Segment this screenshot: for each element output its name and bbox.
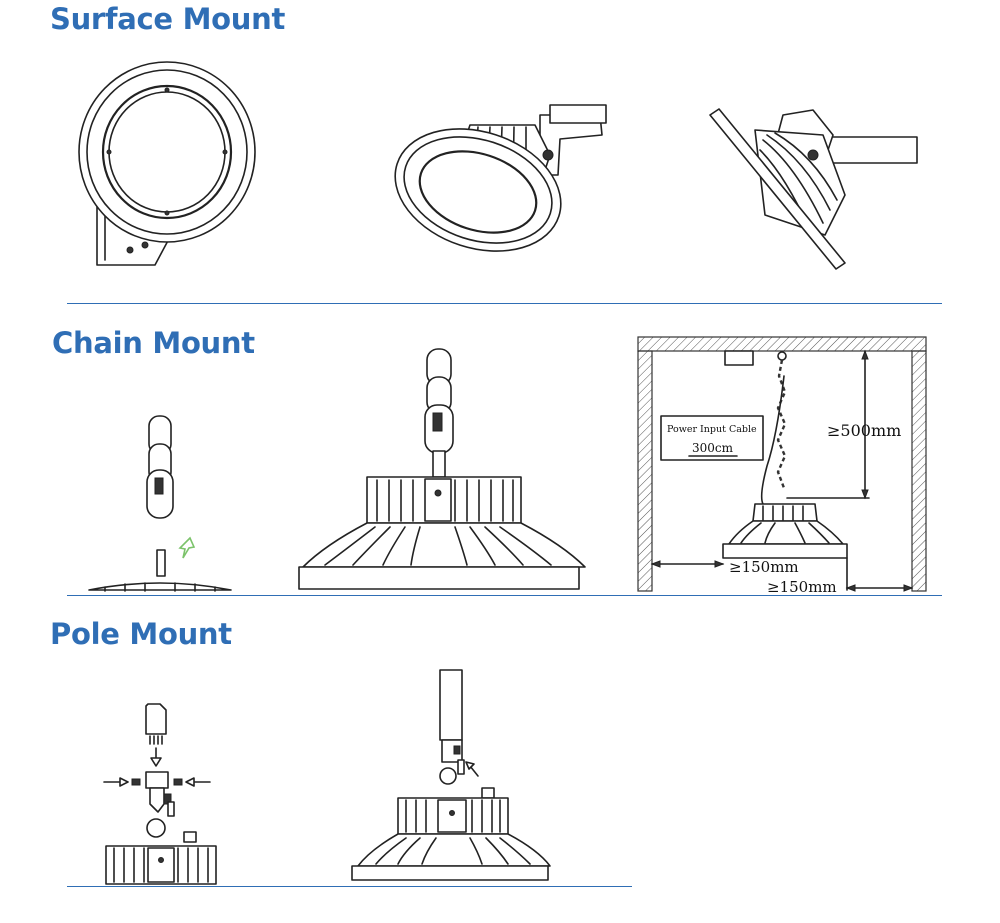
green-arrow-icon <box>178 536 196 559</box>
pole-mount-exploded-view <box>103 703 217 885</box>
power-input-cable-label: Power Input Cable <box>667 424 757 435</box>
top-clearance-label: ≥500mm <box>827 421 901 440</box>
chain-hook-detail <box>88 415 232 592</box>
power-input-cable-box <box>660 415 764 461</box>
chain-mounted-fixture <box>298 348 586 590</box>
surface-mount-angled-view <box>394 104 607 252</box>
surface-mount-front-view <box>78 61 256 266</box>
pole-mounted-fixture <box>351 669 551 881</box>
side-clearance-label: ≥150mm <box>729 558 799 576</box>
chain-section-divider <box>67 595 942 596</box>
surface-mount-side-view <box>709 108 918 270</box>
bottom-clearance-label: ≥150mm <box>767 578 837 596</box>
surface-section-divider <box>67 303 942 304</box>
surface-mount-heading: Surface Mount <box>50 2 286 36</box>
chain-mount-heading: Chain Mount <box>52 326 255 360</box>
chain-clearance-diagram: Power Input Cable 300cm ≥500mm ≥150mm ≥1… <box>637 336 927 596</box>
cable-length-label: 300cm <box>692 441 734 455</box>
pole-mount-heading: Pole Mount <box>50 617 232 651</box>
pole-section-divider <box>67 886 632 887</box>
